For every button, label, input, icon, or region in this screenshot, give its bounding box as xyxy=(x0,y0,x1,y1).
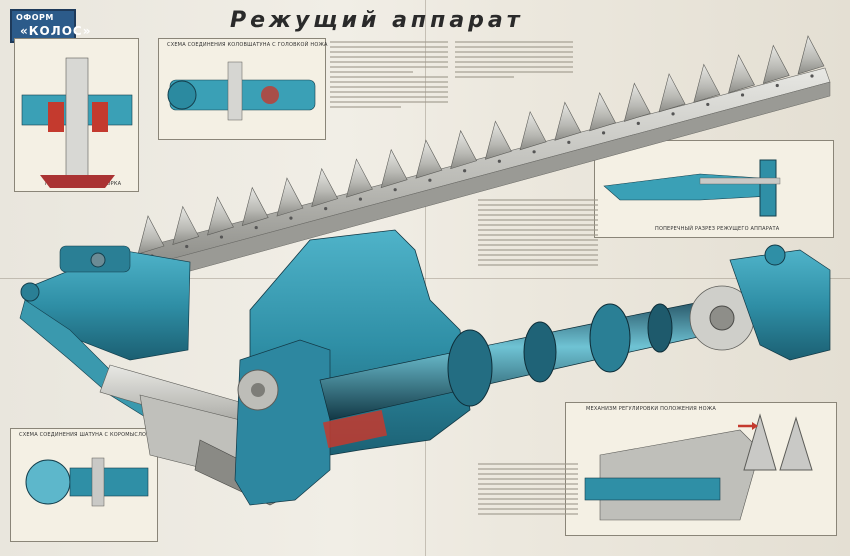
knife-guard xyxy=(137,215,165,255)
knife-position-drawing xyxy=(584,413,813,521)
knife-guard xyxy=(797,35,825,75)
rivet xyxy=(567,140,571,144)
knife-guard xyxy=(554,101,582,141)
knife-guard xyxy=(380,148,408,189)
rivet xyxy=(706,102,710,107)
rivet xyxy=(219,235,224,239)
bearing-drawing xyxy=(21,57,133,188)
inset-position-caption: МЕХАНИЗМ РЕГУЛИРОВКИ ПОЛОЖЕНИЯ НОЖА xyxy=(586,406,716,412)
rivet xyxy=(463,169,467,173)
logo-line-2: «КОЛОС» xyxy=(20,24,92,38)
rivet xyxy=(289,216,293,220)
knife-guard xyxy=(728,54,755,94)
knife-guard xyxy=(172,205,200,245)
cross-section-drawing xyxy=(603,159,781,217)
rivet xyxy=(185,244,189,249)
parts-legend-lower xyxy=(478,460,578,518)
knife-guard xyxy=(589,92,617,132)
rivet xyxy=(740,93,745,97)
knife-guard xyxy=(207,196,234,236)
fold-line-horizontal xyxy=(0,278,850,279)
rivet xyxy=(775,83,779,88)
rivet xyxy=(393,188,397,192)
rivet xyxy=(532,150,536,154)
rivet xyxy=(254,225,258,230)
knife-guard xyxy=(658,73,686,113)
parts-legend-upper xyxy=(478,196,598,269)
rivet xyxy=(636,121,640,125)
rivet xyxy=(601,131,606,135)
knife-head-drawing xyxy=(167,61,316,121)
knife-guard xyxy=(519,110,547,151)
text-column-right xyxy=(455,38,573,81)
knife-guard xyxy=(762,44,790,84)
fold-line-vertical xyxy=(425,0,426,556)
sprocket-assembly xyxy=(237,244,831,411)
inset-cross-section-caption: ПОПЕРЕЧНЫЙ РАЗРЕЗ РЕЖУЩЕГО АППАРАТА xyxy=(655,226,780,232)
knife-guard xyxy=(450,129,478,170)
rivet xyxy=(358,197,363,201)
knife-guard xyxy=(693,63,721,103)
rivet xyxy=(497,159,501,163)
cutter-bar xyxy=(137,35,831,283)
logo-line-1: ОФОРМ xyxy=(16,13,54,22)
rivet xyxy=(810,74,814,78)
inset-knife-head-caption: СХЕМА СОЕДИНЕНИЯ КОЛОВШАТУНА С ГОЛОВКОЙ … xyxy=(167,42,328,48)
rivet xyxy=(671,112,675,116)
rivet xyxy=(428,178,432,182)
knife-guard xyxy=(311,167,339,208)
knife-guard xyxy=(345,158,373,198)
knife-guards xyxy=(137,35,825,258)
knife-guard xyxy=(241,186,269,227)
knife-guard xyxy=(623,82,651,122)
text-column-left xyxy=(330,38,448,111)
knife-guard xyxy=(276,177,304,217)
rivet xyxy=(324,207,328,211)
rod-joint-drawing xyxy=(25,457,149,507)
knife-guard xyxy=(484,120,512,160)
inset-rod-joint-caption: СХЕМА СОЕДИНЕНИЯ ШАТУНА С КОРОМЫСЛОМ xyxy=(19,432,151,438)
poster-title: Режущий аппарат xyxy=(230,8,524,33)
knife-guard xyxy=(415,139,443,179)
